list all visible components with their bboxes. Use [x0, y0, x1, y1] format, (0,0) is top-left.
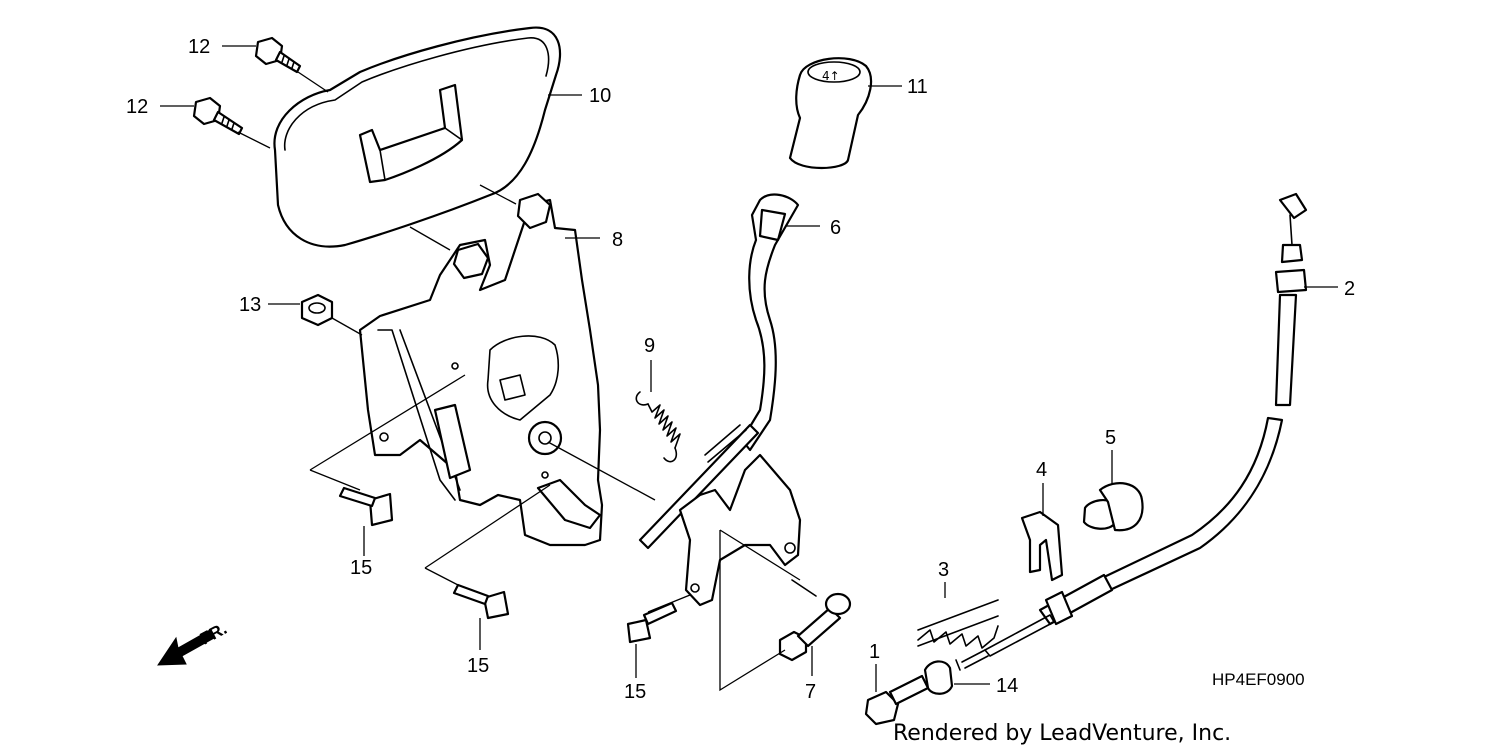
- callout-12-lower: 12: [126, 96, 148, 118]
- callout-4: 4: [1036, 459, 1047, 481]
- bolt-15-right: [626, 601, 678, 644]
- callout-10: 10: [589, 85, 611, 107]
- callout-11: 11: [907, 76, 928, 98]
- leader-lines: [160, 45, 1338, 692]
- callout-9: 9: [644, 335, 655, 357]
- callout-15-right: 15: [624, 681, 646, 703]
- flange-nut-13: [300, 293, 334, 327]
- callout-labels: 12 12 10 11 8 6 13 9 2 5 4 3 15 15 15 7 …: [126, 36, 1355, 703]
- return-spring: [635, 391, 681, 463]
- bolt-12-upper: [254, 36, 302, 74]
- callout-2: 2: [1344, 278, 1355, 300]
- shift-cable: [955, 192, 1308, 671]
- cable-joint: [923, 660, 954, 695]
- callout-8: 8: [612, 229, 623, 251]
- callout-1: 1: [869, 641, 880, 663]
- callout-14: 14: [996, 675, 1018, 697]
- callout-12-upper: 12: [188, 36, 210, 58]
- shift-panel-cover: [273, 26, 562, 248]
- callout-15-left: 15: [350, 557, 372, 579]
- mounting-bracket: [358, 192, 604, 547]
- front-direction-arrow-icon: FR.: [157, 619, 230, 666]
- callout-3: 3: [938, 559, 949, 581]
- pin: [864, 674, 930, 726]
- shift-knob: 4↑: [788, 57, 873, 169]
- callout-6: 6: [830, 217, 841, 239]
- callout-7: 7: [805, 681, 816, 703]
- bolt-12-lower: [192, 96, 244, 136]
- cable-spring: [917, 599, 999, 649]
- cable-clip: [1020, 510, 1064, 582]
- credit-text: Rendered by LeadVenture, Inc.: [893, 721, 1231, 746]
- bolt-15-middle: [452, 583, 510, 620]
- callout-5: 5: [1105, 427, 1116, 449]
- bolt-15-left: [338, 486, 394, 527]
- svg-text:4↑: 4↑: [822, 69, 840, 83]
- callout-13: 13: [239, 294, 261, 316]
- grommet: [1082, 482, 1144, 532]
- shift-lever: [638, 193, 802, 607]
- rod-end: [778, 579, 852, 662]
- callout-15-middle: 15: [467, 655, 489, 677]
- diagram-code: HP4EF0900: [1212, 670, 1305, 689]
